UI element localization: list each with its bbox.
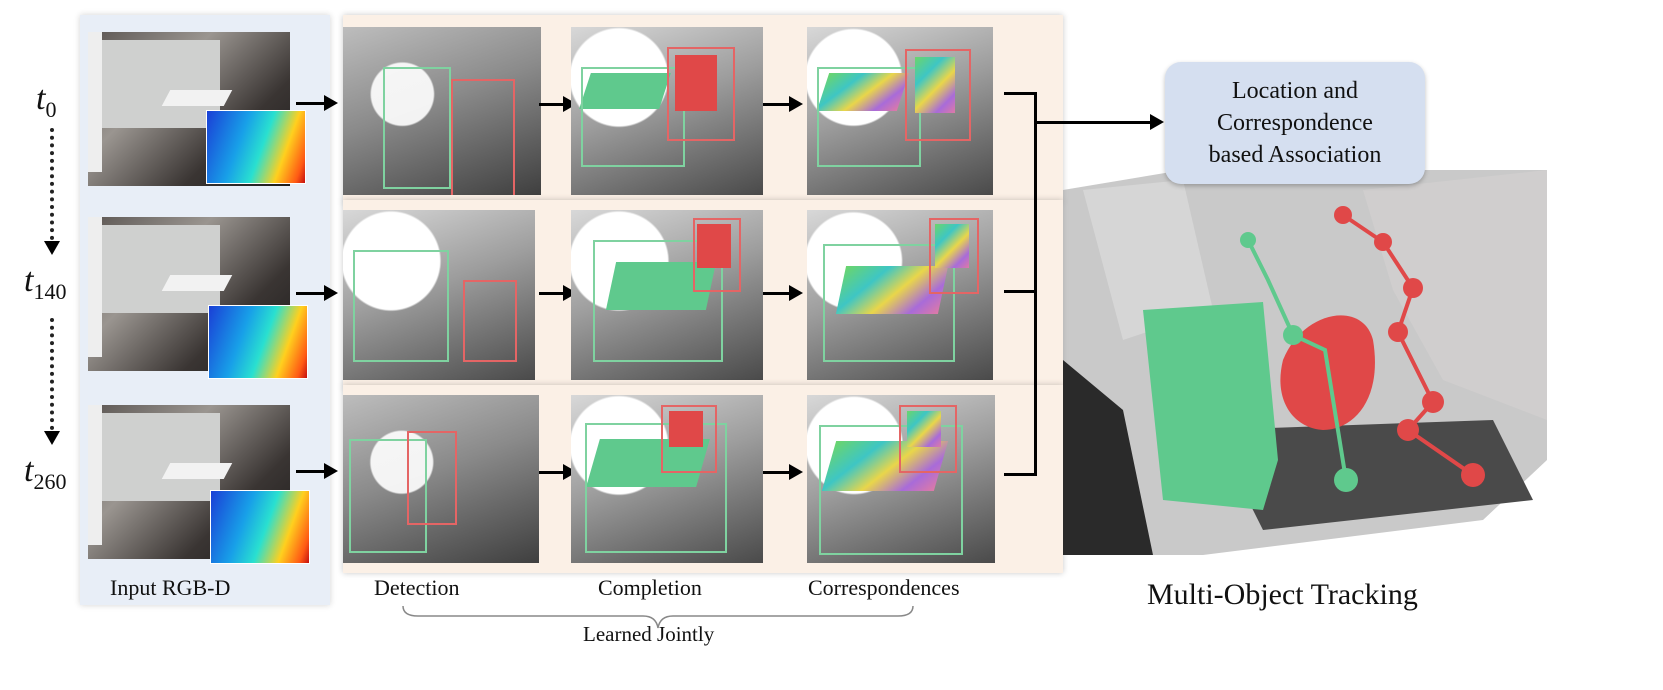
caption-multi-object-tracking: Multi-Object Tracking <box>1147 578 1418 611</box>
detection-cloud-t140 <box>343 210 535 380</box>
caption-input-rgbd: Input RGB-D <box>110 575 231 600</box>
merge-bracket <box>1004 92 1037 476</box>
time-label-t260: t260 <box>24 452 66 495</box>
association-line-2: Correspondence <box>1217 110 1373 136</box>
tracking-scene <box>1063 170 1547 555</box>
caption-completion: Completion <box>598 575 702 600</box>
completion-cloud-t0 <box>571 27 763 195</box>
time-base: t <box>24 262 34 299</box>
completion-box-red <box>661 405 717 473</box>
corr-box-red <box>905 49 971 141</box>
detection-box-red <box>451 79 515 195</box>
comp-to-corr-arrow-line <box>763 471 791 474</box>
caption-learned-jointly: Learned Jointly <box>583 622 715 646</box>
pipeline-row-t260 <box>343 385 1063 573</box>
comp-to-corr-arrow-head <box>789 464 803 480</box>
det-to-comp-arrow-line <box>539 292 565 295</box>
red-track-node <box>1397 419 1419 441</box>
input-arrow-1-head <box>324 95 338 111</box>
completion-box-red <box>693 218 741 292</box>
time-sub: 140 <box>33 278 67 304</box>
association-box: Location and Correspondence based Associ… <box>1165 62 1425 184</box>
time-base: t <box>36 80 46 117</box>
corr-box-green <box>823 244 955 362</box>
learned-jointly-brace <box>402 605 914 629</box>
comp-to-corr-arrow-line <box>763 292 791 295</box>
input-arrow-2-head <box>324 285 338 301</box>
correspondence-cloud-t140 <box>807 210 993 380</box>
red-track-node <box>1461 463 1485 487</box>
merge-bracket-mid <box>1004 290 1036 293</box>
input-rgbd-panel <box>80 15 330 605</box>
completion-box-green <box>593 240 723 362</box>
completion-box-green <box>585 423 727 553</box>
detection-box-green <box>349 439 427 553</box>
red-track-node <box>1403 278 1423 298</box>
corr-chair <box>915 57 955 113</box>
det-to-comp-arrow-line <box>539 471 565 474</box>
association-line-3: based Association <box>1208 142 1382 168</box>
time-dots-2 <box>50 318 54 430</box>
rgb-frame-t260 <box>88 405 290 559</box>
caption-correspondences: Correspondences <box>808 575 960 600</box>
detection-box-red <box>463 280 517 362</box>
red-track-node <box>1388 322 1408 342</box>
time-label-t0: t0 <box>36 80 56 123</box>
detection-cloud-t260 <box>343 395 539 563</box>
input-arrow-3-head <box>324 463 338 479</box>
completed-chair <box>675 55 717 111</box>
depth-frame-t0 <box>206 110 306 184</box>
correspondence-cloud-t260 <box>807 395 995 563</box>
time-sub: 260 <box>33 468 67 494</box>
corr-chair <box>935 224 969 268</box>
tracked-table <box>1143 302 1278 510</box>
completion-box-red <box>667 47 735 141</box>
time-dots-1 <box>50 128 54 240</box>
detection-cloud-t0 <box>343 27 541 195</box>
comp-to-corr-arrow-head <box>789 96 803 112</box>
corr-box-green <box>819 425 963 555</box>
completion-cloud-t260 <box>571 395 763 563</box>
red-track-node <box>1374 233 1392 251</box>
detection-box-red <box>407 431 457 525</box>
completed-chair <box>669 411 703 447</box>
red-track-node <box>1422 391 1444 413</box>
depth-frame-t140 <box>208 305 308 379</box>
green-track-node <box>1334 468 1358 492</box>
corr-chair <box>907 411 941 447</box>
input-arrow-3-line <box>296 470 326 473</box>
time-label-t140: t140 <box>24 262 66 305</box>
time-arrow-2 <box>44 431 60 445</box>
detection-box-green <box>383 67 451 189</box>
completion-cloud-t140 <box>571 210 763 380</box>
correspondence-cloud-t0 <box>807 27 993 195</box>
to-association-arrow-line <box>1034 121 1150 124</box>
association-line-1: Location and <box>1232 78 1358 104</box>
corr-box-green <box>817 67 921 167</box>
caption-detection: Detection <box>374 575 460 600</box>
completion-box-green <box>581 67 685 167</box>
det-to-comp-arrow-line <box>539 103 565 106</box>
pipeline-row-t0 <box>343 15 1063 203</box>
depth-frame-t260 <box>210 490 310 564</box>
green-track-node <box>1283 325 1303 345</box>
input-arrow-1-line <box>296 102 326 105</box>
to-association-arrow-head <box>1150 114 1164 130</box>
detection-box-green <box>353 250 449 362</box>
tracking-svg <box>1063 170 1547 555</box>
comp-to-corr-arrow-head <box>789 285 803 301</box>
pipeline-row-t140 <box>343 200 1063 388</box>
completed-chair <box>697 224 731 268</box>
comp-to-corr-arrow-line <box>763 103 791 106</box>
corr-box-red <box>929 218 979 294</box>
input-arrow-2-line <box>296 292 326 295</box>
green-track-node <box>1240 232 1256 248</box>
red-track-node <box>1334 206 1352 224</box>
corr-box-red <box>899 405 957 473</box>
time-arrow-1 <box>44 241 60 255</box>
time-base: t <box>24 452 34 489</box>
time-sub: 0 <box>45 96 57 122</box>
